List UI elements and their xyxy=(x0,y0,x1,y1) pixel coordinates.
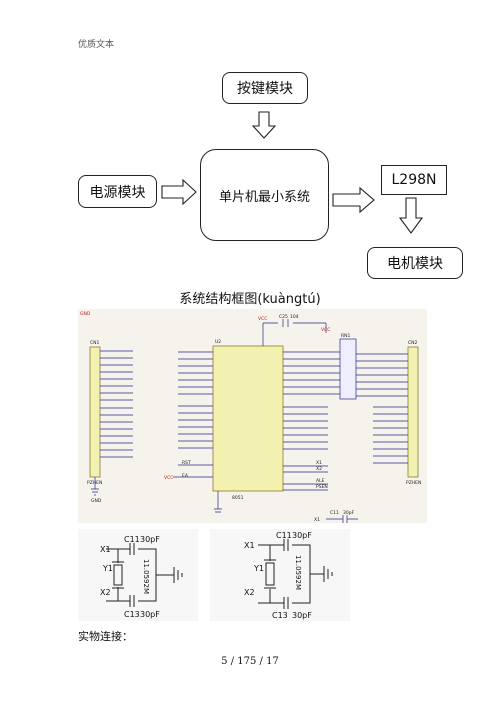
diagram-caption: 系统结构框图(kuàngtú) xyxy=(179,292,321,307)
osc-left-x1: X1 xyxy=(100,545,111,554)
osc-left-x2: X2 xyxy=(100,588,111,597)
schematic-drawing: GND VCC VCC VCC C25 104 U2 RN1 CN1 CN2 8… xyxy=(80,311,421,523)
vcc-ea-label: VCC xyxy=(164,475,173,481)
osc-right-c11: C11 xyxy=(276,531,292,540)
arrow-keys-to-mcu xyxy=(251,111,277,139)
header-right-label: PZHEN xyxy=(406,480,421,486)
osc-right-c13: C13 xyxy=(272,611,288,620)
c11-value: 30pF xyxy=(343,510,355,516)
x1-bottom-label: X1 xyxy=(314,517,320,523)
arrow-power-to-mcu xyxy=(161,178,197,206)
osc-right-crystal: 11.0592M xyxy=(294,555,302,590)
c25-value: 104 xyxy=(290,314,299,320)
osc-right-y1: Y1 xyxy=(253,564,264,573)
mcu-schematic: GND VCC VCC VCC C25 104 U2 RN1 CN1 CN2 8… xyxy=(78,309,427,523)
vcc-right-label: VCC xyxy=(321,327,330,333)
page-header: 优质文本 xyxy=(78,40,115,50)
osc-right-cap-top: 30pF xyxy=(292,531,312,540)
power-module-label: 电源模块 xyxy=(89,184,146,201)
motor-module-label: 电机模块 xyxy=(387,256,443,272)
u2-label: U2 xyxy=(215,339,221,345)
driver-label: L298N xyxy=(391,172,437,188)
vcc-top-label: VCC xyxy=(258,316,267,322)
mcu-label: 单片机最小系统 xyxy=(218,189,310,205)
ale-label: ALE xyxy=(316,478,325,484)
keys-module-label: 按键模块 xyxy=(237,81,293,97)
diagram-arrows xyxy=(161,111,424,234)
motor-module-box: 电机模块 xyxy=(367,247,463,279)
osc-left-cap-bottom: 30pF xyxy=(140,610,160,619)
header-left-label: PZHEN xyxy=(87,480,102,486)
gnd-top-label: GND xyxy=(80,311,91,317)
osc-right-x2: X2 xyxy=(244,588,255,597)
oscillator-circuit-left: X1 X2 Y1 C11 30pF C13 30pF 11.0592M xyxy=(78,529,198,621)
c11-label: C11 xyxy=(330,510,339,516)
osc-right-x1: X1 xyxy=(244,541,255,550)
page-number: 5 / 175 / 17 xyxy=(221,656,279,667)
chip-label: 8051 xyxy=(232,495,244,501)
osc-left-y1: Y1 xyxy=(102,564,113,573)
gnd-bottom-label: GND xyxy=(91,498,102,504)
cn1-label: CN1 xyxy=(90,340,100,346)
c25-label: C25 xyxy=(279,314,288,320)
osc-left-cap-top: 30pF xyxy=(140,535,160,544)
oscillator-circuit-right: X1 X2 Y1 C11 30pF C13 30pF 11.0592M xyxy=(210,529,350,621)
physical-connection-label: 实物连接： xyxy=(78,630,133,643)
arrow-mcu-to-driver xyxy=(332,186,375,214)
rst-label: RST xyxy=(182,460,191,466)
osc-left-c11: C11 xyxy=(124,535,140,544)
rn1-label: RN1 xyxy=(341,333,350,339)
osc-left-c13: C13 xyxy=(124,610,140,619)
power-module-box: 电源模块 xyxy=(78,175,157,208)
x1-label: X1 xyxy=(316,460,322,466)
keys-module-box: 按键模块 xyxy=(222,72,308,104)
arrow-driver-to-motor xyxy=(398,197,424,234)
ea-label: EA xyxy=(182,473,189,479)
cn2-label: CN2 xyxy=(408,340,418,346)
osc-right-cap-bottom: 30pF xyxy=(292,611,312,620)
psen-label: PSEN xyxy=(316,484,328,490)
x2-label: X2 xyxy=(316,466,322,472)
mcu-box: 单片机最小系统 xyxy=(200,149,329,241)
driver-box: L298N xyxy=(381,165,447,195)
osc-left-crystal: 11.0592M xyxy=(142,559,150,594)
